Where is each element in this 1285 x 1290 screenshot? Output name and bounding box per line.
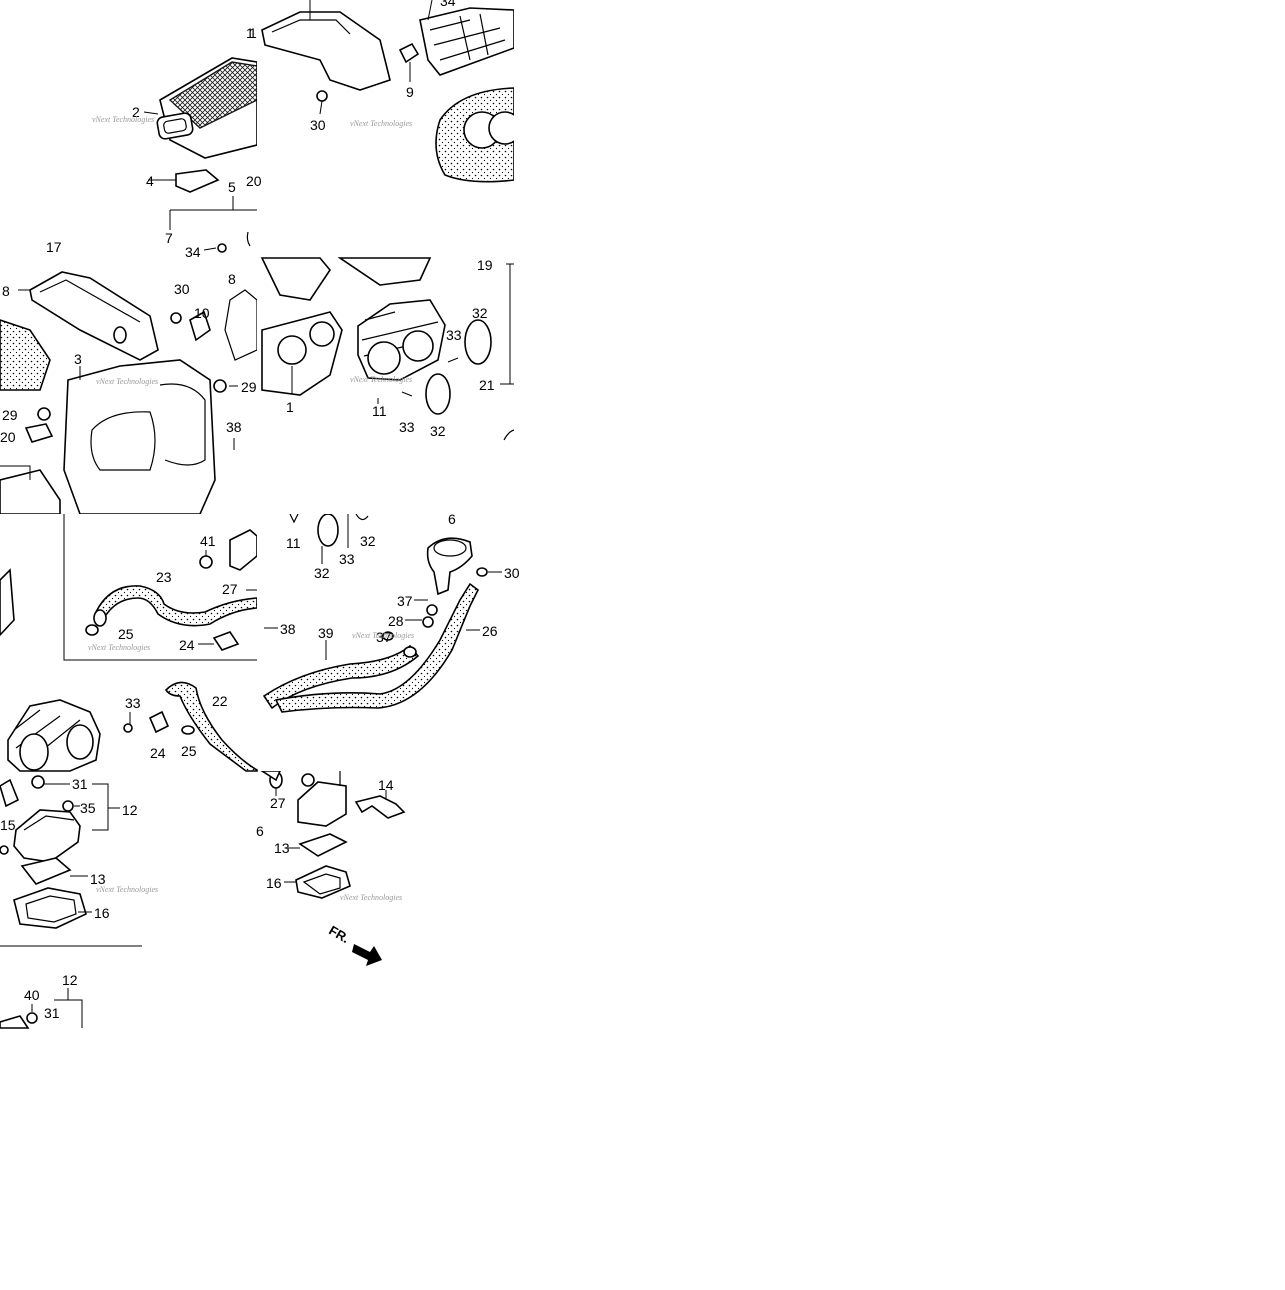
watermark: vNext Technologies <box>92 115 154 124</box>
watermark: vNext Technologies <box>350 119 412 128</box>
callout-label: 38 <box>280 621 296 637</box>
callout-label: 38 <box>226 419 242 435</box>
tile-connecting-tube <box>260 257 514 441</box>
callout-label: 9 <box>406 84 414 100</box>
callout-label: 16 <box>94 905 110 921</box>
callout-label: 1 <box>246 25 254 41</box>
callout-label: 20 <box>246 173 262 189</box>
front-direction-arrow: FR. <box>326 923 382 966</box>
callout-label: 8 <box>2 283 10 299</box>
callout-label: 39 <box>318 625 334 641</box>
callout-label: 22 <box>212 693 228 709</box>
callout-label: 14 <box>378 777 394 793</box>
tile-connecting-boots <box>7 681 258 772</box>
callout-label: 31 <box>72 776 88 792</box>
callout-label: 33 <box>125 695 141 711</box>
callout-label: 5 <box>228 179 236 195</box>
callout-label: 29 <box>2 407 18 423</box>
callout-label: 12 <box>62 972 78 988</box>
callout-label: 32 <box>360 533 376 549</box>
callout-label: 11 <box>286 535 301 551</box>
callout-label: 25 <box>118 626 134 642</box>
callout-label: 28 <box>388 613 404 629</box>
callout-label: 33 <box>339 551 355 567</box>
callout-label: 15 <box>0 817 16 833</box>
callout-label: 40 <box>24 987 40 1003</box>
callout-label: 29 <box>241 379 257 395</box>
callout-label: 33 <box>399 419 415 435</box>
callout-label: 35 <box>80 800 96 816</box>
callout-label: 13 <box>90 871 106 887</box>
tile-breather-tube <box>0 514 257 661</box>
callout-label: 1 <box>286 399 294 415</box>
callout-label: 32 <box>472 305 488 321</box>
tile-drain-tube <box>262 514 502 713</box>
callout-label: 30 <box>310 117 326 133</box>
callout-label: 34 <box>185 244 201 260</box>
callout-label: 30 <box>504 565 520 581</box>
callout-label: 19 <box>477 257 493 273</box>
callout-label: 37 <box>376 629 392 645</box>
watermark: vNext Technologies <box>88 643 150 652</box>
callout-label: 3 <box>74 351 82 367</box>
callout-label: 27 <box>222 581 238 597</box>
callout-label: 13 <box>274 840 290 856</box>
callout-label: 33 <box>446 327 462 343</box>
tile-air-cleaner-cover <box>143 57 257 253</box>
tile-air-chamber <box>0 775 142 947</box>
callout-label: 12 <box>122 802 138 818</box>
tile-air-cleaner-case <box>0 271 257 514</box>
callout-label: 8 <box>228 271 236 287</box>
callout-label: 20 <box>0 429 16 445</box>
tile-resonator <box>260 771 406 899</box>
watermark: vNext Technologies <box>96 377 158 386</box>
watermark: vNext Technologies <box>96 885 158 894</box>
callout-label: 2 <box>132 104 140 120</box>
tile-air-chamber-lower <box>0 988 83 1029</box>
tile-intake-duct <box>261 0 514 183</box>
callout-label: 32 <box>314 565 330 581</box>
callout-label: 41 <box>200 533 216 549</box>
watermark: vNext Technologies <box>350 375 412 384</box>
callout-label: 26 <box>482 623 498 639</box>
callout-label: 31 <box>44 1005 60 1021</box>
callout-label: 4 <box>146 173 154 189</box>
callout-label: 34 <box>440 0 456 9</box>
watermark: vNext Technologies <box>340 893 402 902</box>
callout-label: 37 <box>397 593 413 609</box>
callout-label: 30 <box>174 281 190 297</box>
callout-label: 32 <box>430 423 446 439</box>
callout-label: 7 <box>165 230 173 246</box>
callout-label: 27 <box>270 795 286 811</box>
callout-label: 24 <box>150 745 166 761</box>
callout-label: 25 <box>181 743 197 759</box>
callout-label: 17 <box>46 239 62 255</box>
direction-label: FR. <box>326 923 352 946</box>
callout-label: 23 <box>156 569 172 585</box>
watermark: vNext Technologies <box>352 631 414 640</box>
callout-label: 24 <box>179 637 195 653</box>
callout-label: 16 <box>266 875 282 891</box>
callout-label: 11 <box>372 403 387 419</box>
callout-label: 1 <box>249 25 257 41</box>
callout-label: 6 <box>448 511 456 527</box>
callout-label: 6 <box>256 823 264 839</box>
callout-label: 10 <box>194 305 210 321</box>
callout-label: 21 <box>479 377 495 393</box>
